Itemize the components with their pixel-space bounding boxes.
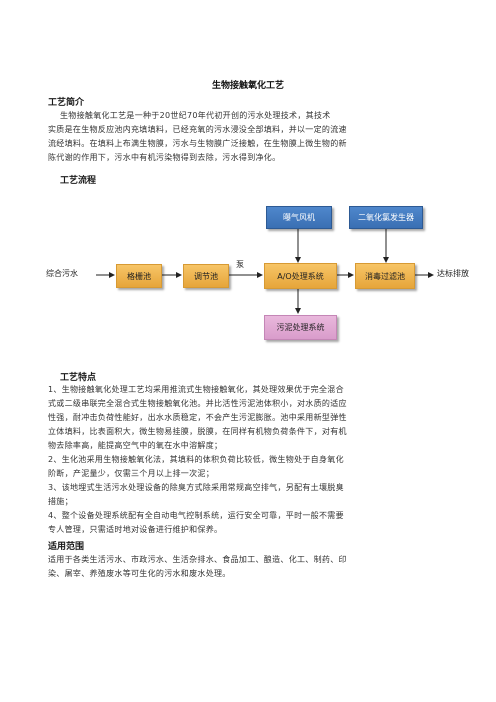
aerator-fan-box: 曝气风机 <box>266 206 332 229</box>
features-line-11: 专人管理，只需适时地对设备进行维护和保养。 <box>48 525 223 534</box>
features-line-7: 阶断，产泥量少，仅需三个月以上排一次泥； <box>48 469 214 478</box>
features-line-2: 式或二级串联完全混合式生物接触氧化池。并比活性污泥池体积小，对水质的适应 <box>48 399 347 408</box>
intro-line-4: 陈代谢的作用下，污水中有机污染物得到去除，污水得到净化。 <box>48 153 281 162</box>
features-line-6: 2、生化池采用生物接触氧化法，其填料的体积负荷比较低，微生物处于自身氧化 <box>48 455 344 464</box>
ao-system-box: A/O处理系统 <box>264 263 337 289</box>
intro-line-3: 流经填料。在填料上布满生物膜，污水与生物膜广泛接触，在生物膜上微生物的新 <box>48 139 347 148</box>
scope-heading: 适用范围 <box>48 542 85 552</box>
pump-label: 泵 <box>236 260 244 269</box>
disinfect-filter-box: 消毒过滤池 <box>355 263 415 289</box>
features-line-10: 4、整个设备处理系统配有全自动电气控制系统，运行安全可靠，平时一般不需要 <box>48 511 344 520</box>
input-label: 综合污水 <box>46 269 78 278</box>
intro-line-1: 生物接触氧化工艺是一种于20世纪70年代初开创的污水处理技术，其技术 <box>60 111 331 120</box>
sludge-system-box: 污泥处理系统 <box>264 315 337 340</box>
scope-line-1: 适用于各类生活污水、市政污水、生活杂排水、食品加工、酿造、化工、制药、印 <box>48 555 347 564</box>
output-label: 达标排放 <box>437 269 469 278</box>
features-line-9: 措施； <box>48 497 73 506</box>
chlorine-generator-box: 二氧化氯发生器 <box>349 206 423 229</box>
features-line-1: 1、生物接触氧化处理工艺均采用推流式生物接触氧化，其处理效果优于完全混合 <box>48 385 344 394</box>
intro-heading: 工艺简介 <box>48 98 85 108</box>
document-title: 生物接触氧化工艺 <box>211 81 284 91</box>
features-heading: 工艺特点 <box>60 373 97 383</box>
intro-line-2: 实质是在生物反应池内充填填料，已经充氧的污水浸没全部填料，并以一定的流速 <box>48 125 347 134</box>
scope-line-2: 染、屠宰、养殖废水等可生化的污水和废水处理。 <box>48 569 231 578</box>
features-line-4: 立体填料，比表面积大，微生物易挂膜，脱膜，在同样有机物负荷条件下，对有机 <box>48 427 347 436</box>
grille-tank-box: 格栅池 <box>116 264 162 288</box>
flow-heading: 工艺流程 <box>60 176 97 186</box>
features-line-8: 3、该地埋式生活污水处理设备的除臭方式除采用常规高空排气，另配有土壤脱臭 <box>48 483 344 492</box>
features-line-5: 物去除率高，能提高空气中的氧在水中溶解度； <box>48 441 223 450</box>
regulating-tank-box: 调节池 <box>183 264 229 288</box>
features-line-3: 性强，耐冲击负荷性能好，出水水质稳定，不会产生污泥膨胀。池中采用新型弹性 <box>48 413 347 422</box>
